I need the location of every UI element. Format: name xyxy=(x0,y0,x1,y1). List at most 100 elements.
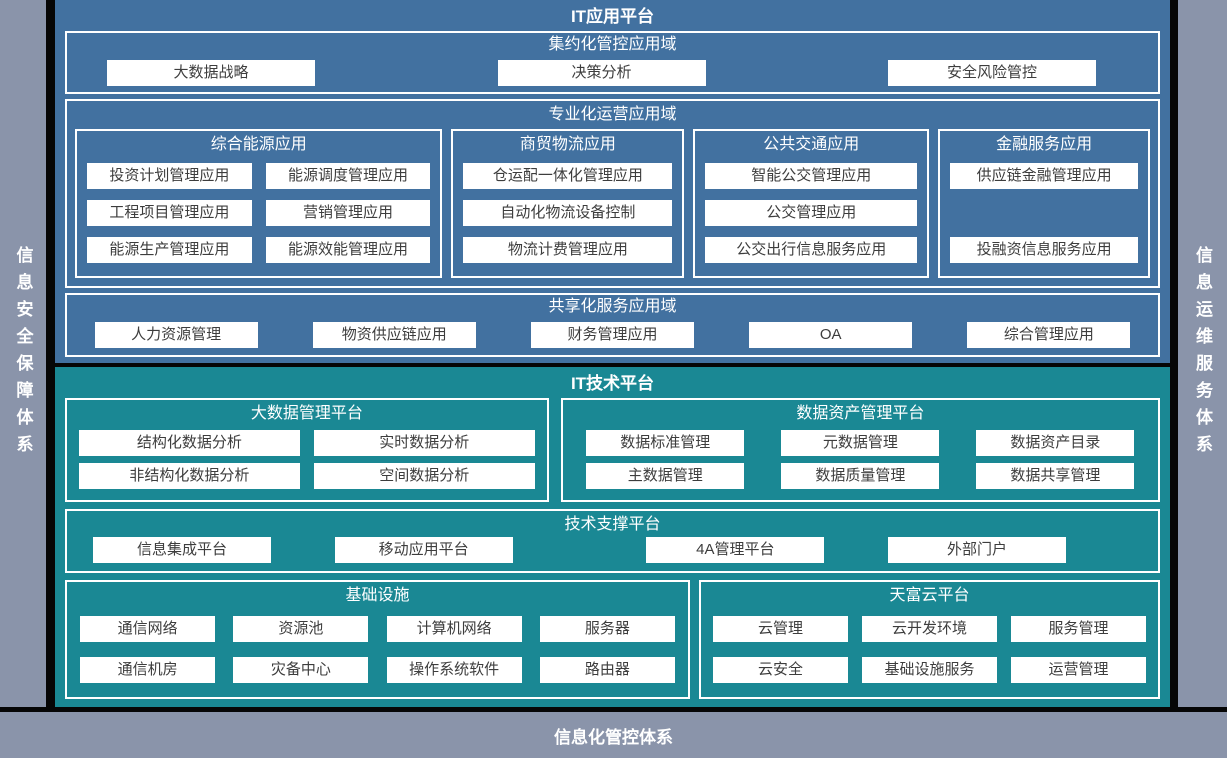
app-item: 投融资信息服务应用 xyxy=(950,237,1139,264)
bottom-bar-label: 信息化管控体系 xyxy=(554,727,673,747)
tech-item: 信息集成平台 xyxy=(93,537,271,563)
tech-item: 通信机房 xyxy=(80,656,216,683)
tech-item: 运营管理 xyxy=(1011,656,1146,683)
tianfu-cloud-items: 云管理 云开发环境 服务管理 云安全 基础设施服务 运营管理 xyxy=(713,608,1146,690)
data-asset-platform-title: 数据资产管理平台 xyxy=(796,405,925,422)
bottom-divider xyxy=(0,707,1227,712)
tech-item: 通信网络 xyxy=(80,615,216,642)
bottom-bar: 信息化管控体系 xyxy=(0,712,1227,758)
app-item: 公交管理应用 xyxy=(705,199,918,226)
app-item: 供应链金融管理应用 xyxy=(950,162,1139,189)
bigdata-platform-title: 大数据管理平台 xyxy=(250,405,363,422)
data-asset-platform-items: 数据标准管理 元数据管理 数据资产目录 主数据管理 数据质量管理 数据共享管理 xyxy=(575,426,1146,493)
bigdata-management-platform: 大数据管理平台 结构化数据分析 实时数据分析 非结构化数据分析 空间数据分析 xyxy=(65,398,549,502)
integrated-energy-title: 综合能源应用 xyxy=(210,136,307,153)
tech-item: 4A管理平台 xyxy=(646,537,825,563)
public-transport-group: 公共交通应用 智能公交管理应用 公交管理应用 公交出行信息服务应用 xyxy=(693,129,930,278)
tianfu-cloud-platform: 天富云平台 云管理 云开发环境 服务管理 云安全 基础设施服务 运营管理 xyxy=(699,580,1160,699)
public-transport-items: 智能公交管理应用 公交管理应用 公交出行信息服务应用 xyxy=(705,157,918,269)
tech-item: 数据资产目录 xyxy=(976,429,1135,456)
app-item: 安全风险管控 xyxy=(888,59,1096,86)
app-item: 物流计费管理应用 xyxy=(463,237,673,264)
section-divider xyxy=(55,363,1170,367)
bigdata-platform-items: 结构化数据分析 实时数据分析 非结构化数据分析 空间数据分析 xyxy=(79,426,535,493)
infrastructure-title: 基础设施 xyxy=(345,587,410,604)
financial-services-group: 金融服务应用 供应链金融管理应用 投融资信息服务应用 xyxy=(938,129,1151,278)
app-item: 公交出行信息服务应用 xyxy=(705,237,918,264)
app-item: 能源效能管理应用 xyxy=(265,237,431,264)
app-item: 自动化物流设备控制 xyxy=(463,199,673,226)
it-application-platform-section: IT应用平台 集约化管控应用域 大数据战略 决策分析 安全风险管控 专业化运营应… xyxy=(55,0,1170,363)
app-item: 财务管理应用 xyxy=(530,322,694,348)
tech-item: 外部门户 xyxy=(887,537,1066,563)
left-divider xyxy=(46,0,55,707)
financial-services-items: 供应链金融管理应用 投融资信息服务应用 xyxy=(950,157,1139,269)
main-row: 信息安全保障体系 IT应用平台 集约化管控应用域 大数据战略 决策分析 安全风险… xyxy=(0,0,1227,707)
app-item: OA xyxy=(749,322,913,348)
right-pillar: 信息运维服务体系 xyxy=(1178,0,1227,707)
shared-services-domain: 共享化服务应用域 人力资源管理 物资供应链应用 财务管理应用 OA 综合管理应用 xyxy=(65,293,1160,357)
tech-item: 空间数据分析 xyxy=(313,463,535,490)
tech-item: 服务器 xyxy=(539,615,675,642)
centralized-control-domain-title: 集约化管控应用域 xyxy=(548,36,677,53)
right-pillar-label: 信息运维服务体系 xyxy=(1193,245,1212,462)
tech-item: 计算机网络 xyxy=(386,615,522,642)
app-item: 大数据战略 xyxy=(107,59,315,86)
tech-platform-title: IT技术平台 xyxy=(570,374,655,393)
left-pillar-label: 信息安全保障体系 xyxy=(13,245,33,462)
integrated-energy-items: 投资计划管理应用 能源调度管理应用 工程项目管理应用 营销管理应用 能源生产管理… xyxy=(87,157,431,269)
centralized-control-items: 大数据战略 决策分析 安全风险管控 xyxy=(67,56,1158,92)
integrated-energy-group: 综合能源应用 投资计划管理应用 能源调度管理应用 工程项目管理应用 营销管理应用… xyxy=(75,129,443,278)
trade-logistics-title: 商贸物流应用 xyxy=(519,136,616,153)
diagram-content: IT应用平台 集约化管控应用域 大数据战略 决策分析 安全风险管控 专业化运营应… xyxy=(55,0,1170,707)
tech-item: 数据标准管理 xyxy=(586,429,745,456)
app-item: 物资供应链应用 xyxy=(312,322,476,348)
data-asset-management-platform: 数据资产管理平台 数据标准管理 元数据管理 数据资产目录 主数据管理 数据质量管… xyxy=(560,398,1160,502)
tech-item: 灾备中心 xyxy=(233,656,369,683)
it-technology-platform-section: IT技术平台 大数据管理平台 结构化数据分析 实时数据分析 非结构化数据分析 空… xyxy=(55,367,1170,707)
app-item: 综合管理应用 xyxy=(967,322,1131,348)
app-item: 工程项目管理应用 xyxy=(87,199,252,226)
tech-item: 数据共享管理 xyxy=(976,463,1135,490)
trade-logistics-items: 仓运配一体化管理应用 自动化物流设备控制 物流计费管理应用 xyxy=(463,157,673,269)
tech-item: 非结构化数据分析 xyxy=(79,463,300,490)
shared-services-items: 人力资源管理 物资供应链应用 财务管理应用 OA 综合管理应用 xyxy=(67,318,1158,355)
app-item: 能源调度管理应用 xyxy=(265,162,431,189)
tech-item: 主数据管理 xyxy=(586,463,745,490)
financial-services-title: 金融服务应用 xyxy=(996,136,1093,153)
app-platform-title: IT应用平台 xyxy=(570,7,655,26)
tech-row-data-platforms: 大数据管理平台 结构化数据分析 实时数据分析 非结构化数据分析 空间数据分析 数… xyxy=(65,398,1160,502)
tech-item: 云管理 xyxy=(713,615,848,642)
app-item: 投资计划管理应用 xyxy=(87,162,252,189)
right-divider xyxy=(1170,0,1178,707)
tech-item: 服务管理 xyxy=(1011,615,1146,642)
shared-services-domain-title: 共享化服务应用域 xyxy=(548,298,677,315)
public-transport-title: 公共交通应用 xyxy=(763,136,860,153)
tech-item: 资源池 xyxy=(233,615,369,642)
technical-support-platform: 技术支撑平台 信息集成平台 移动应用平台 4A管理平台 外部门户 xyxy=(65,509,1160,573)
app-item: 能源生产管理应用 xyxy=(87,237,252,264)
app-item: 智能公交管理应用 xyxy=(705,162,918,189)
professional-operation-groups: 综合能源应用 投资计划管理应用 能源调度管理应用 工程项目管理应用 营销管理应用… xyxy=(75,129,1151,278)
tech-item: 移动应用平台 xyxy=(334,537,513,563)
tech-item: 云安全 xyxy=(713,656,848,683)
infrastructure-group: 基础设施 通信网络 资源池 计算机网络 服务器 通信机房 灾备中心 操作系统软件… xyxy=(65,580,690,699)
technical-support-platform-title: 技术支撑平台 xyxy=(564,516,661,533)
app-item: 仓运配一体化管理应用 xyxy=(463,162,673,189)
app-item: 营销管理应用 xyxy=(265,199,431,226)
tech-item: 元数据管理 xyxy=(781,429,940,456)
left-pillar: 信息安全保障体系 xyxy=(0,0,46,707)
technical-support-items: 信息集成平台 移动应用平台 4A管理平台 外部门户 xyxy=(79,537,1146,566)
tech-item: 结构化数据分析 xyxy=(79,429,300,456)
app-item: 人力资源管理 xyxy=(94,322,258,348)
app-item: 决策分析 xyxy=(497,59,706,86)
trade-logistics-group: 商贸物流应用 仓运配一体化管理应用 自动化物流设备控制 物流计费管理应用 xyxy=(451,129,685,278)
tech-item: 基础设施服务 xyxy=(862,656,997,683)
professional-operation-domain: 专业化运营应用域 综合能源应用 投资计划管理应用 能源调度管理应用 工程项目管理… xyxy=(65,99,1160,288)
infrastructure-items: 通信网络 资源池 计算机网络 服务器 通信机房 灾备中心 操作系统软件 路由器 xyxy=(79,608,676,690)
tech-item: 实时数据分析 xyxy=(313,429,535,456)
tianfu-cloud-platform-title: 天富云平台 xyxy=(889,587,970,604)
tech-item: 云开发环境 xyxy=(862,615,997,642)
professional-operation-domain-title: 专业化运营应用域 xyxy=(548,106,677,123)
